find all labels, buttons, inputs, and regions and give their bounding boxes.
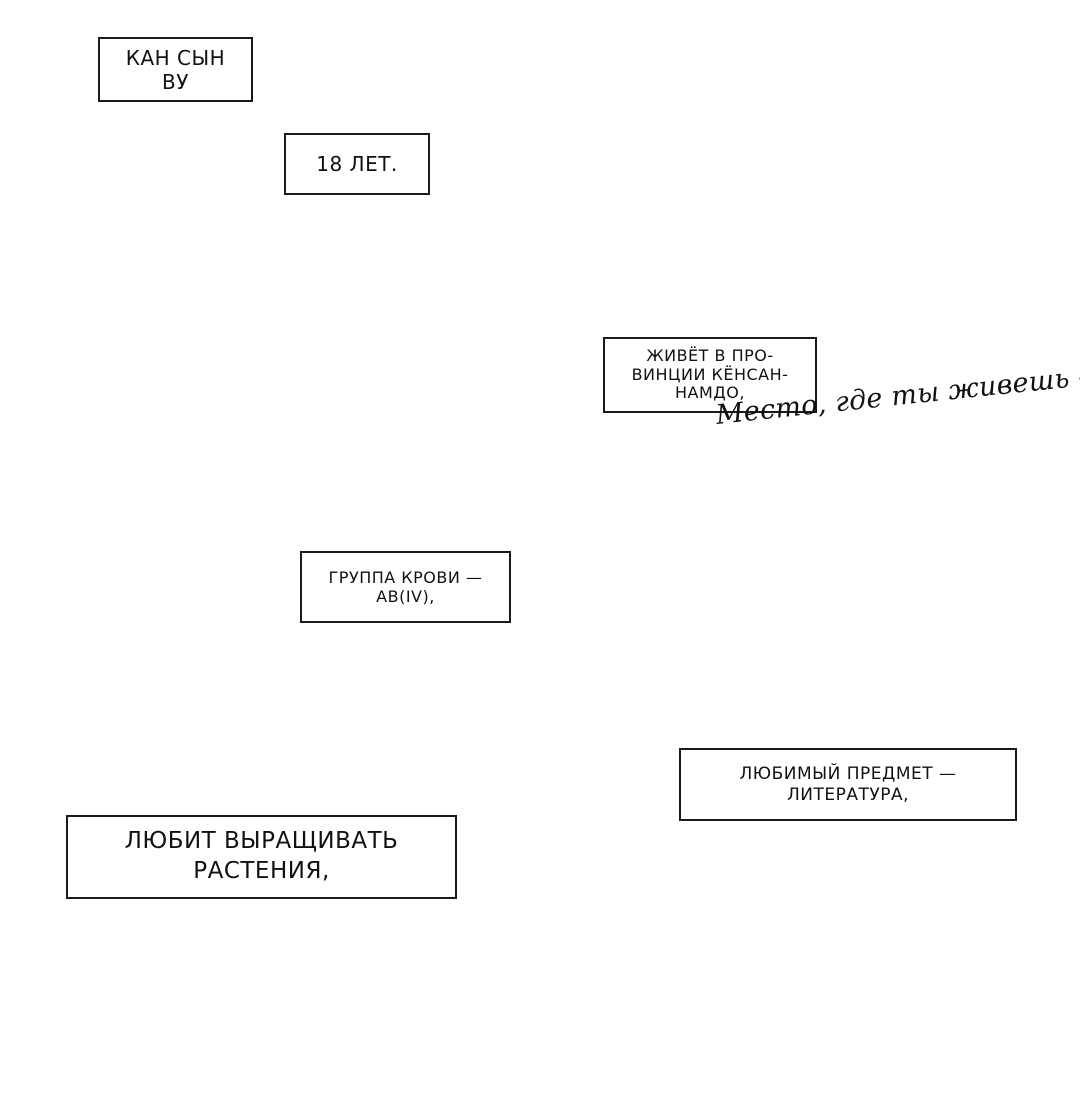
caption-box-age: 18 ЛЕТ. [284,133,430,195]
caption-text-blood-type: ГРУППА КРОВИ — АВ(IV), [328,567,483,606]
caption-text-name: КАН СЫН ВУ [125,45,226,94]
caption-box-hobby: ЛЮБИТ ВЫРАЩИВАТЬ РАСТЕНИЯ, [66,815,457,899]
caption-text-favorite-subject: ЛЮБИМЫЙ ПРЕДМЕТ — ЛИТЕРАТУРА, [739,764,957,805]
caption-box-province: ЖИВЁТ В ПРО- ВИНЦИИ КЁНСАН- НАМДО, [603,337,817,413]
caption-box-blood-type: ГРУППА КРОВИ — АВ(IV), [300,551,511,623]
caption-box-favorite-subject: ЛЮБИМЫЙ ПРЕДМЕТ — ЛИТЕРАТУРА, [679,748,1017,821]
caption-text-age: 18 ЛЕТ. [316,152,398,176]
caption-text-province: ЖИВЁТ В ПРО- ВИНЦИИ КЁНСАН- НАМДО, [631,346,789,403]
caption-text-hobby: ЛЮБИТ ВЫРАЩИВАТЬ РАСТЕНИЯ, [124,828,399,884]
caption-box-name: КАН СЫН ВУ [98,37,253,102]
